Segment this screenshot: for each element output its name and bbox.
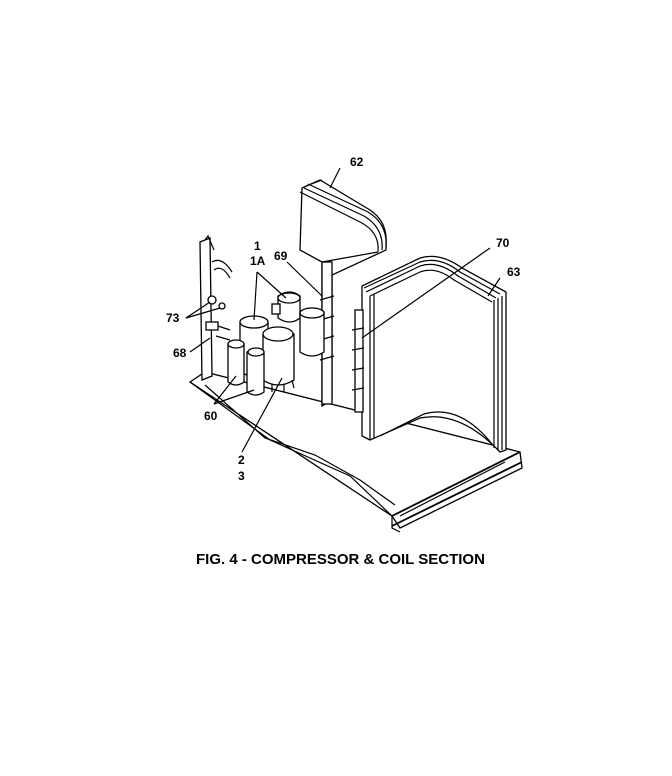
callout-63: 63 <box>507 265 521 279</box>
left-piping <box>199 234 233 381</box>
callout-68: 68 <box>173 346 187 360</box>
coil-bracket <box>351 309 365 413</box>
callout-62: 62 <box>350 155 364 169</box>
compressor-2 <box>261 326 295 392</box>
callout-1a: 1A <box>250 254 266 268</box>
accumulator-60b <box>246 347 265 396</box>
callout-3: 3 <box>238 469 245 483</box>
accumulator-60a <box>227 339 245 386</box>
callout-73: 73 <box>166 311 180 325</box>
compressor-right <box>299 307 325 357</box>
figure-caption: FIG. 4 - COMPRESSOR & COIL SECTION <box>196 551 485 568</box>
callout-60: 60 <box>204 409 218 423</box>
leader-lines <box>185 167 501 453</box>
callout-1: 1 <box>254 239 261 253</box>
compressor-1a <box>271 291 301 323</box>
callout-70: 70 <box>496 236 510 250</box>
callout-2: 2 <box>238 453 245 467</box>
front-coil-63 <box>361 255 507 453</box>
rear-coil-62 <box>299 179 387 408</box>
callout-69: 69 <box>274 249 288 263</box>
